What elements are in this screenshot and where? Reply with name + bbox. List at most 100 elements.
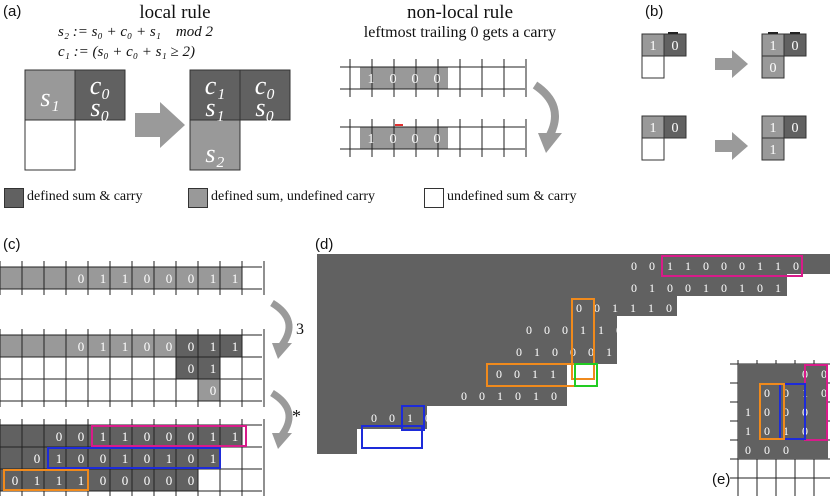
- d-row9-digit: 1: [326, 455, 332, 469]
- b-bottom-after-digit: 1: [770, 143, 777, 158]
- d-row4-digit: 0: [588, 345, 594, 359]
- d-row2-digit: 0: [702, 301, 708, 315]
- nl-after-digit: 1: [368, 132, 375, 147]
- panel-c-arrow-1-head: [272, 343, 292, 359]
- nl-after-fill: [360, 127, 448, 149]
- panel-c-label: (c): [3, 236, 21, 253]
- d-row4-digit: 1: [606, 345, 612, 359]
- d-row1-digit: 1: [703, 281, 709, 295]
- d-row2-digit: 0: [576, 301, 582, 315]
- d-row7-digit: 1: [407, 411, 413, 425]
- c-row3-bot-digit: 1: [78, 473, 85, 488]
- nl-after-digit: 0: [390, 132, 397, 147]
- c-row2-digit: 1: [100, 339, 107, 354]
- c-row3-top-digit: 0: [56, 429, 63, 444]
- d-row3-digit: 0: [562, 323, 568, 337]
- panel-b-label: (b): [645, 3, 664, 20]
- cell-s2-after: [189, 119, 241, 171]
- panel-d-region: [317, 254, 830, 454]
- d-row3-digit: 1: [580, 323, 586, 337]
- e-row2-digit: 0: [783, 405, 789, 419]
- c-row3-bot-digit: 0: [12, 473, 19, 488]
- c-row3-mid-digit: 1: [210, 451, 217, 466]
- c-row3-mid-digit: 0: [100, 451, 107, 466]
- c-row2-next-digit: 0: [188, 361, 195, 376]
- b-top-after-bar: [768, 32, 778, 34]
- b-bottom-before-digit: 0: [672, 121, 679, 136]
- c-row1-digit: 1: [210, 271, 217, 286]
- d-row8-digit: 0: [389, 433, 395, 447]
- b-top-before-digit: 0: [672, 39, 679, 54]
- d-row8-digit: 0: [425, 433, 431, 447]
- c-row2-digit: 0: [188, 339, 195, 354]
- d-row1-digit: 0: [667, 281, 673, 295]
- c-row2-digit: 1: [122, 339, 129, 354]
- d-blue-box-2: [361, 425, 423, 449]
- d-row6-digit: 0: [479, 389, 485, 403]
- e-blue-box: [779, 383, 806, 440]
- d-row0-digit: 0: [649, 259, 655, 273]
- nonlocal-rule-title: non-local rule: [406, 2, 514, 23]
- d-row1-digit: 0: [631, 281, 637, 295]
- e-row1-digit: 0: [764, 386, 770, 400]
- d-row3-digit: 0: [544, 323, 550, 337]
- panel-d-label: (d): [315, 236, 334, 253]
- d-row0-digit: 0: [739, 259, 745, 273]
- c-row3-top-digit: 1: [122, 429, 129, 444]
- c-row3-mid-digit: 0: [34, 451, 41, 466]
- d-row6-digit: 0: [605, 389, 611, 403]
- panel-c-step-2: *: [292, 406, 301, 426]
- legend-swatch-mid: [188, 188, 208, 208]
- d-row8-digit: 1: [407, 433, 413, 447]
- e-row3-digit: 0: [764, 424, 770, 438]
- c-row2-digit: 0: [166, 339, 173, 354]
- label-s0-after: s₀: [255, 93, 274, 122]
- d-row6-digit: 1: [497, 389, 503, 403]
- b-bottom-after-right: [783, 115, 807, 139]
- panel-b-arrow-top: [715, 50, 748, 78]
- d-row0-digit: 1: [685, 259, 691, 273]
- d-row1-digit: 0: [793, 281, 799, 295]
- legend-swatch-dark: [4, 188, 24, 208]
- c-row1-digit: 0: [166, 271, 173, 286]
- c-row3-top-digit: 1: [232, 429, 239, 444]
- d-row8-digit: 0: [371, 433, 377, 447]
- cell-c0s0-after: [239, 69, 291, 121]
- panel-e-label: (e): [712, 471, 731, 488]
- d-row6-digit: 0: [551, 389, 557, 403]
- d-row8-digit: 0: [443, 433, 449, 447]
- c-row1-digit: 1: [122, 271, 129, 286]
- e-row2-digit: 1: [745, 405, 751, 419]
- d-blue-box-1: [401, 405, 425, 431]
- c-row2-mid: [198, 379, 220, 401]
- panel-c-arrow-2-head: [272, 433, 292, 449]
- c-row3-bot: [0, 469, 198, 491]
- c-row2-digit: 1: [210, 339, 217, 354]
- local-rule-arrow: [135, 102, 185, 148]
- b-top-after-digit: 1: [770, 39, 777, 54]
- d-row6-digit: 0: [569, 389, 575, 403]
- d-row2-digit: 1: [612, 301, 618, 315]
- panel-a-label: (a): [3, 3, 22, 20]
- d-row0-digit: 0: [721, 259, 727, 273]
- e-row2-digit: 0: [764, 405, 770, 419]
- b-top-after-digit: 0: [792, 39, 799, 54]
- d-row1-digit: 0: [757, 281, 763, 295]
- label-c1-after: c₁: [205, 71, 226, 100]
- e-row4-digit: 0: [745, 443, 751, 457]
- c-row2-next-digit: 1: [210, 361, 217, 376]
- e-row0-digit: 0: [821, 367, 827, 381]
- c-row2-dark: [176, 335, 242, 357]
- d-row2-digit: 0: [738, 301, 744, 315]
- c-row2-digit: 1: [232, 339, 239, 354]
- d-row2-digit: 0: [756, 301, 762, 315]
- d-row10-digit: 0: [326, 477, 332, 491]
- local-rule-diagram: s₁ c₀ s₀ c₁ s₁ c₀ s₀ s₂: [24, 69, 291, 171]
- d-row5-digit: 0: [496, 367, 502, 381]
- label-c0-after: c₀: [255, 71, 276, 100]
- nl-before-digit: 0: [412, 72, 419, 87]
- d-row5-digit: 1: [550, 367, 556, 381]
